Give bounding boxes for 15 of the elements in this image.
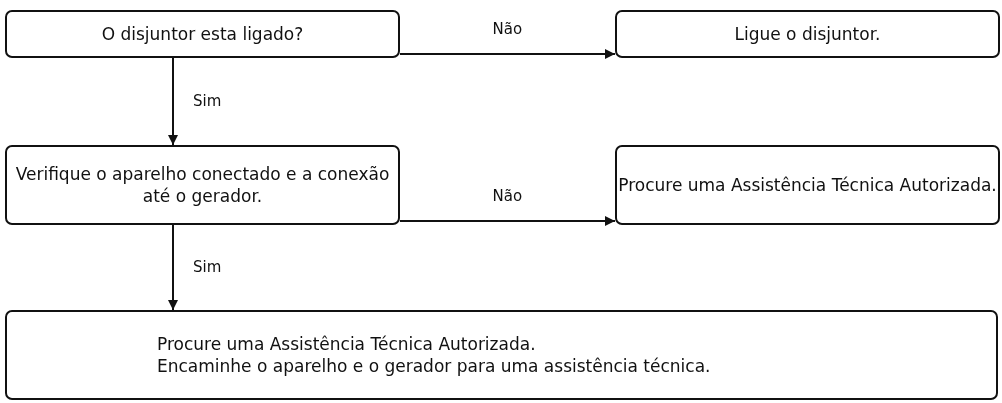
arrow: [399, 49, 616, 59]
process-box: [5, 145, 400, 225]
box-text: O disjuntor esta ligado?: [101, 22, 304, 46]
arrow: [168, 224, 178, 311]
box-text: Ligue o disjuntor.: [734, 22, 881, 46]
box-text: Verifique o aparelho conectado e a conexão até o gerador.: [14, 162, 391, 208]
process-box: [615, 145, 1000, 225]
process-box: [5, 10, 400, 58]
box-text: Procure uma Assistência Técnica Autorizada.: [157, 332, 536, 355]
process-box: [615, 10, 1000, 58]
box-text: Encaminhe o aparelho e o gerador para uma assistência técnica.: [157, 355, 711, 378]
process-box: [5, 310, 998, 400]
box-text: Procure uma Assistência Técnica Autorizada.: [618, 173, 997, 197]
arrow: [399, 216, 616, 226]
arrow: [168, 57, 178, 146]
